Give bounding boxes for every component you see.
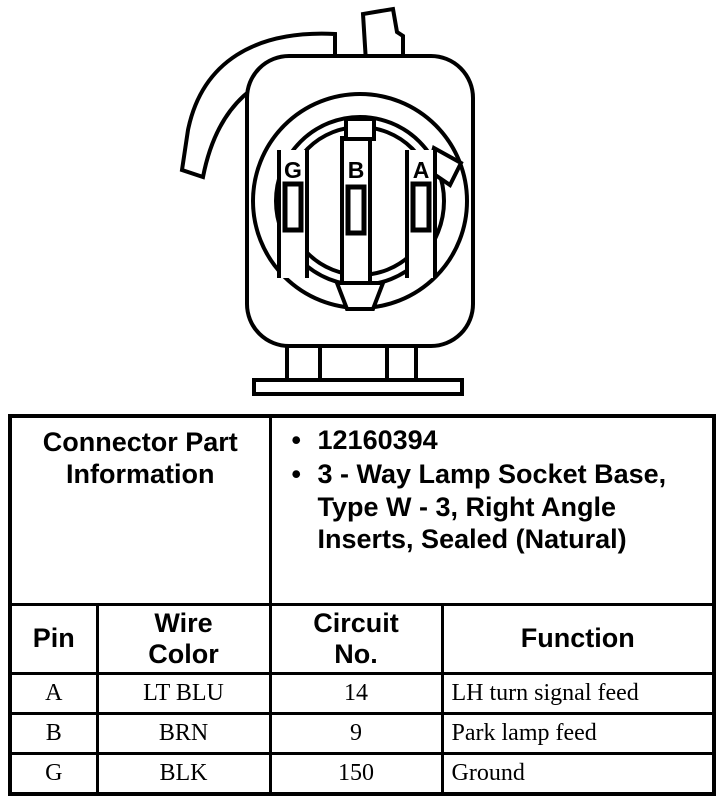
function-cell: LH turn signal feed (440, 672, 716, 715)
index-notch-bottom (334, 281, 386, 311)
bottom-plate (252, 378, 464, 396)
pin-cavity-b (345, 184, 367, 236)
header-pin: Pin (8, 603, 99, 675)
pin-cavity-g (282, 181, 304, 233)
pin-cavity-a (410, 181, 432, 233)
circuit-no-cell: 9 (268, 712, 444, 755)
header-wire-color: Wire Color (95, 603, 272, 675)
table-row: G BLK 150 Ground (8, 752, 716, 796)
circuit-no-cell: 14 (268, 672, 444, 715)
wire-color-cell: BRN (95, 712, 272, 755)
pin-cell: B (8, 712, 99, 755)
header-function: Function (440, 603, 716, 675)
bullet-icon: • (291, 459, 301, 490)
part-info-detail: • 12160394 • 3 - Way Lamp Socket Base, T… (268, 414, 716, 606)
connector-diagram: G B A (179, 6, 475, 396)
part-info-label: Connector Part Information (8, 414, 272, 606)
header-circuit-no: Circuit No. (268, 603, 444, 675)
function-cell: Park lamp feed (440, 712, 716, 755)
pin-label-a: A (413, 157, 430, 183)
pin-cell: G (8, 752, 99, 796)
function-cell: Ground (440, 752, 716, 796)
wire-color-cell: BLK (95, 752, 272, 796)
part-description-item: • 3 - Way Lamp Socket Base, Type W - 3, … (292, 458, 707, 555)
part-number-item: • 12160394 (292, 424, 707, 456)
pin-cell: A (8, 672, 99, 715)
connector-drawing-area: G B A (179, 6, 475, 396)
connector-info-table: Connector Part Information • 12160394 • … (8, 414, 717, 796)
table-row: B BRN 9 Park lamp feed (8, 712, 716, 755)
bottom-leg-left (285, 342, 322, 386)
part-description-text: 3 - Way Lamp Socket Base, Type W - 3, Ri… (317, 459, 667, 555)
part-info-row: Connector Part Information • 12160394 • … (8, 414, 716, 606)
header-row: Pin Wire Color Circuit No. Function (8, 603, 716, 675)
pin-label-b: B (348, 157, 365, 183)
wire-color-cell: LT BLU (95, 672, 272, 715)
index-notch-top (344, 117, 376, 141)
table-row: A LT BLU 14 LH turn signal feed (8, 672, 716, 715)
part-number-text: 12160394 (317, 425, 438, 455)
bullet-icon: • (291, 425, 301, 455)
circuit-no-cell: 150 (268, 752, 444, 796)
pin-label-g: G (284, 157, 302, 183)
